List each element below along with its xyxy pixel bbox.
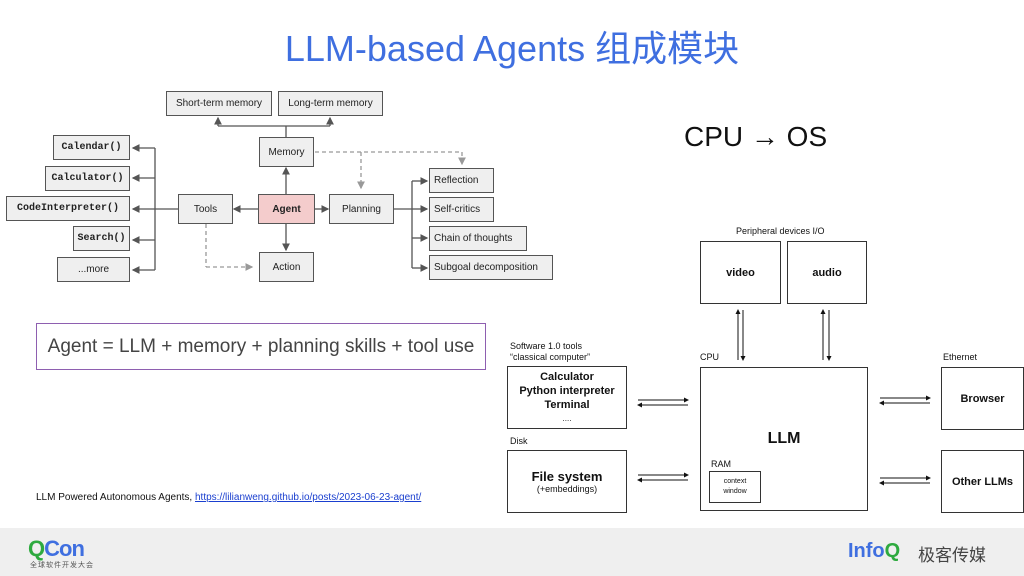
- ethernet-label: Ethernet: [943, 352, 978, 362]
- planning-self-critics: Self-critics: [429, 197, 494, 222]
- infoq-logo: InfoQ: [848, 540, 900, 563]
- tool-code-interpreter: CodeInterpreter(): [6, 196, 130, 221]
- context-window-line1: context: [723, 478, 747, 485]
- audio-box: audio: [787, 241, 867, 304]
- qcon-subtitle: 全球软件开发大会: [30, 562, 94, 569]
- context-window-box: context window: [709, 471, 761, 503]
- agent-node: Agent: [258, 194, 315, 224]
- video-box: video: [700, 241, 781, 304]
- tool-search: Search(): [73, 226, 130, 251]
- memory-node: Memory: [259, 137, 314, 167]
- agent-diagram-connectors: [131, 116, 466, 274]
- infoq-logo-info: Info: [848, 540, 885, 562]
- planning-chain-of-thoughts: Chain of thoughts: [429, 226, 527, 251]
- tools-node: Tools: [178, 194, 233, 224]
- software-item: ....: [562, 413, 572, 423]
- agent-formula: Agent = LLM + memory + planning skills +…: [36, 323, 486, 370]
- planning-subgoal-decomposition: Subgoal decomposition: [429, 255, 553, 280]
- action-node: Action: [259, 252, 314, 282]
- software-label-2: “classical computer”: [510, 352, 591, 362]
- infoq-logo-q: Q: [884, 540, 901, 562]
- file-system-sub: (+embeddings): [536, 484, 598, 494]
- ram-label: RAM: [711, 459, 731, 469]
- browser-box: Browser: [941, 367, 1024, 430]
- planning-node: Planning: [329, 194, 394, 224]
- citation-link[interactable]: https://lilianweng.github.io/posts/2023-…: [195, 492, 422, 503]
- qcon-logo: QCon: [28, 536, 85, 562]
- short-term-memory-node: Short-term memory: [166, 91, 272, 116]
- qcon-logo-q: Q: [28, 536, 45, 561]
- cpu-label: CPU: [700, 352, 720, 362]
- long-term-memory-node: Long-term memory: [278, 91, 383, 116]
- file-system-box: File system (+embeddings): [507, 450, 627, 513]
- disk-label: Disk: [510, 436, 528, 446]
- tool-calculator: Calculator(): [45, 166, 130, 191]
- software-tools-box: Calculator Python interpreter Terminal .…: [507, 366, 627, 429]
- llm-os-connectors: [637, 309, 931, 486]
- software-item: Calculator: [540, 370, 594, 383]
- software-item: Terminal: [544, 398, 590, 411]
- context-window-line2: window: [723, 488, 747, 495]
- tool-more: ...more: [57, 257, 130, 282]
- citation: LLM Powered Autonomous Agents, https://l…: [36, 492, 421, 503]
- planning-reflection: Reflection: [429, 168, 494, 193]
- other-llms-box: Other LLMs: [941, 450, 1024, 513]
- cpu-os-heading: CPU → OS: [684, 121, 828, 152]
- software-label-1: Software 1.0 tools: [510, 341, 583, 351]
- tool-calendar: Calendar(): [53, 135, 130, 160]
- slide-title: LLM-based Agents 组成模块: [284, 28, 740, 69]
- geek-media-logo: 极客传媒: [918, 546, 986, 565]
- qcon-logo-rest: Con: [44, 536, 85, 561]
- footer-bar: [0, 528, 1024, 576]
- citation-text: LLM Powered Autonomous Agents,: [36, 492, 195, 503]
- peripheral-label: Peripheral devices I/O: [736, 226, 825, 236]
- software-item: Python interpreter: [519, 384, 615, 397]
- file-system-title: File system: [531, 469, 603, 484]
